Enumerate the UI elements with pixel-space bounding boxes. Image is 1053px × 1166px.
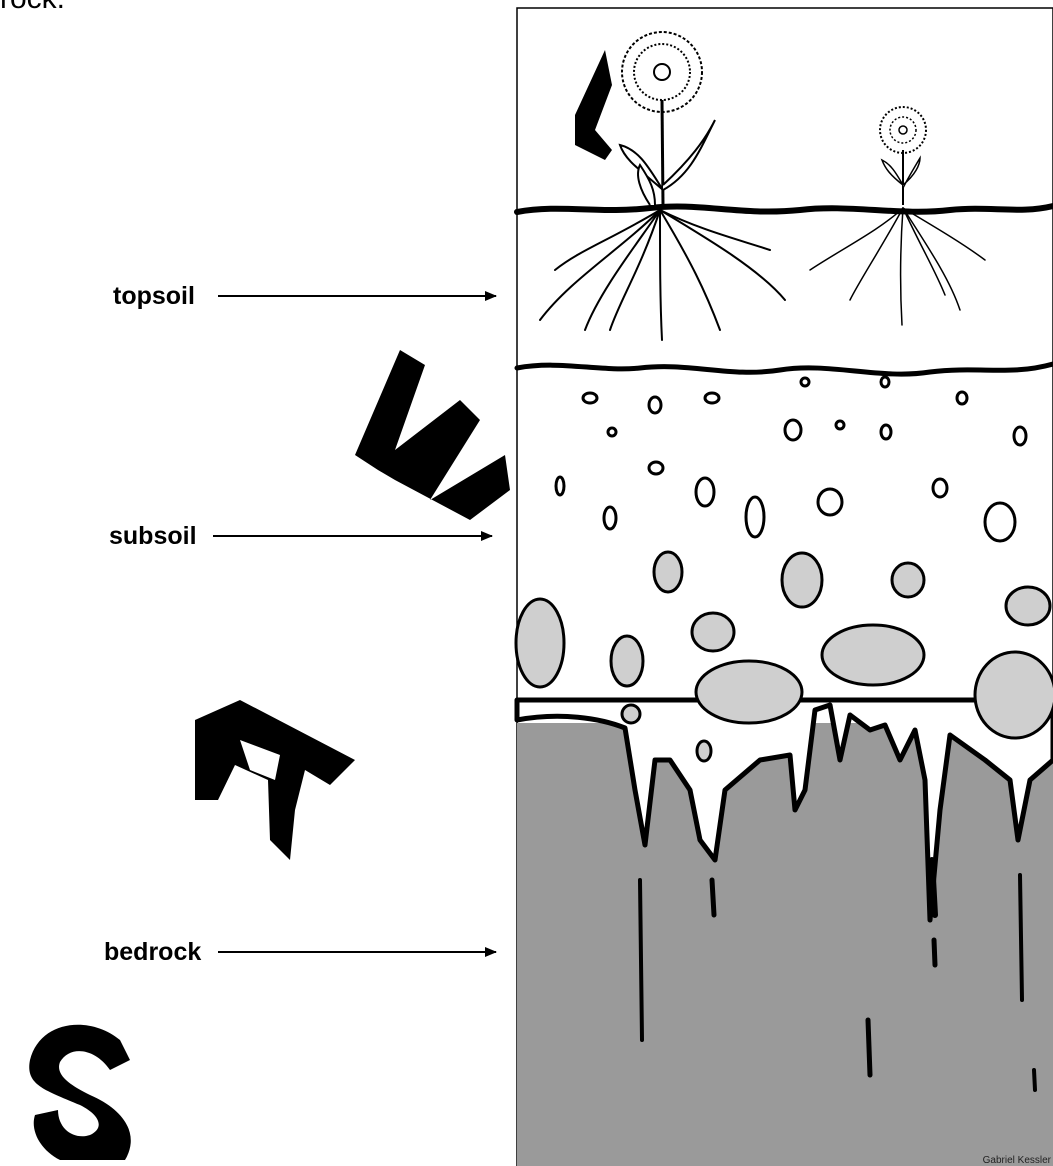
- watermark-letter-m: [355, 350, 510, 520]
- plant-roots-small: [810, 208, 985, 325]
- flower-large: [620, 32, 715, 205]
- watermark-letter-p: [575, 50, 612, 160]
- artist-credit: Gabriel Kessler: [983, 1155, 1051, 1166]
- subsoil-label: subsoil: [109, 524, 197, 549]
- plant-roots-large: [540, 210, 785, 340]
- subsoil-rocks: [556, 377, 1026, 541]
- flower-small: [880, 107, 926, 205]
- ground-surface-line: [517, 206, 1053, 212]
- watermark-letter-s: [29, 1025, 131, 1160]
- topsoil-subsoil-boundary: [517, 364, 1053, 374]
- bedrock-layer: [517, 723, 1053, 1166]
- watermark-letter-a: [195, 700, 355, 860]
- topsoil-label: topsoil: [113, 284, 195, 309]
- bedrock-label: bedrock: [104, 940, 201, 965]
